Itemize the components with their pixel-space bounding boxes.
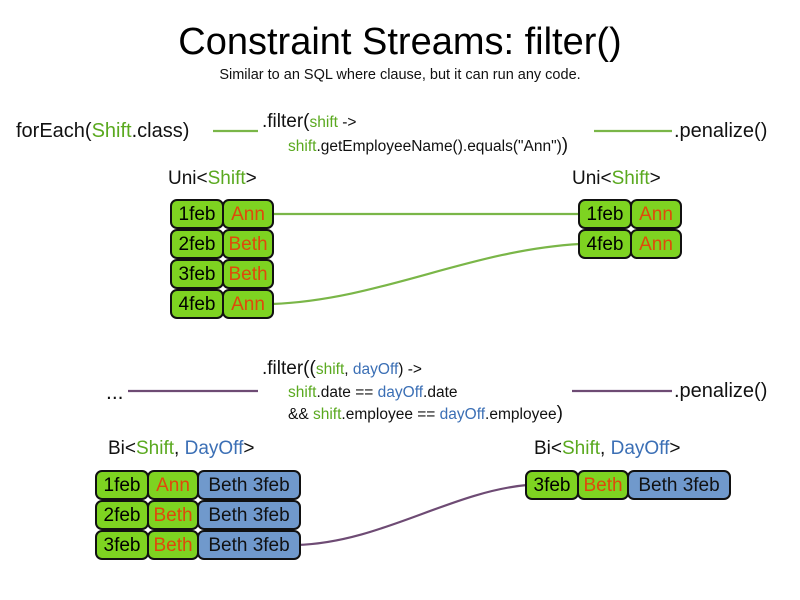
cell-name: Ann	[630, 199, 682, 229]
bi-filter-line2: shift.date == dayOff.date	[262, 382, 563, 403]
bi-out-type-comma: ,	[600, 438, 611, 459]
cell-date: 3feb	[95, 530, 149, 560]
bi-out-type-prefix: Bi<	[534, 438, 562, 459]
bi-filter-l2-var1: shift	[288, 384, 317, 401]
bi-penalize-label: .penalize()	[674, 380, 768, 402]
cell-date: 4feb	[578, 229, 632, 259]
bi-filter-l2-end: .date	[423, 384, 458, 401]
cell-name: Ann	[630, 229, 682, 259]
foreach-suffix: .class)	[131, 120, 190, 142]
cell-dayoff: Beth 3feb	[197, 500, 301, 530]
bi-filter-param2: dayOff	[352, 361, 399, 378]
cell-name: Beth	[577, 470, 629, 500]
uni-filter-arrow: ->	[337, 114, 357, 131]
bi-filter-l3-end: .employee	[485, 406, 557, 423]
bi-filter-comma: ,	[344, 361, 353, 378]
uni-filter-line1: .filter(shift ->	[262, 110, 568, 135]
bi-in-type-comma: ,	[174, 438, 185, 459]
table-row[interactable]: 2feb Beth	[170, 229, 274, 259]
bi-in-type-suffix: >	[243, 438, 255, 459]
bi-filter-l3-var2: dayOff	[439, 406, 486, 423]
uni-in-type-suffix: >	[245, 168, 257, 189]
bi-in-type1: Shift	[136, 438, 175, 459]
bi-in-type-prefix: Bi<	[108, 438, 136, 459]
bi-input-type-label: Bi<Shift, DayOff>	[108, 437, 254, 460]
uni-filter-rest: .getEmployeeName().equals("Ann")	[316, 138, 562, 155]
table-row[interactable]: 3feb Beth Beth 3feb	[525, 470, 731, 500]
table-row[interactable]: 1feb Ann	[578, 199, 682, 229]
bi-filter-line1: .filter((shift, dayOff) ->	[262, 357, 563, 382]
table-row[interactable]: 1feb Ann	[170, 199, 274, 229]
cell-name: Beth	[147, 530, 199, 560]
foreach-prefix: forEach(	[16, 120, 92, 142]
bi-filter-prefix: .filter((	[262, 358, 316, 379]
uni-out-type-suffix: >	[649, 168, 661, 189]
cell-name: Beth	[222, 229, 274, 259]
bi-filter-code: .filter((shift, dayOff) -> shift.date ==…	[262, 357, 563, 425]
uni-filter-var: shift	[288, 138, 317, 155]
cell-date: 2feb	[170, 229, 224, 259]
bi-out-type-suffix: >	[669, 438, 681, 459]
uni-out-type-name: Shift	[611, 168, 650, 189]
cell-date: 2feb	[95, 500, 149, 530]
table-row[interactable]: 4feb Ann	[578, 229, 682, 259]
cell-name: Ann	[222, 199, 274, 229]
cell-date: 1feb	[95, 470, 149, 500]
bi-filter-l3-op: &&	[288, 406, 313, 423]
cell-dayoff: Beth 3feb	[197, 470, 301, 500]
cell-date: 1feb	[578, 199, 632, 229]
bi-in-type2: DayOff	[184, 438, 244, 459]
wire-bi-row3	[295, 483, 528, 547]
bi-out-type2: DayOff	[610, 438, 670, 459]
cell-name: Beth	[222, 259, 274, 289]
bi-out-type1: Shift	[562, 438, 601, 459]
cell-date: 3feb	[525, 470, 579, 500]
foreach-label: forEach(Shift.class)	[16, 119, 189, 144]
uni-in-type-prefix: Uni<	[168, 168, 208, 189]
uni-filter-prefix: .filter(	[262, 111, 310, 132]
cell-dayoff: Beth 3feb	[197, 530, 301, 560]
cell-name: Beth	[147, 500, 199, 530]
bi-filter-line3: && shift.employee == dayOff.employee)	[262, 403, 563, 425]
uni-out-type-prefix: Uni<	[572, 168, 612, 189]
uni-filter-close: )	[561, 135, 569, 156]
cell-name: Ann	[222, 289, 274, 319]
cell-date: 1feb	[170, 199, 224, 229]
uni-input-type-label: Uni<Shift>	[168, 167, 257, 190]
cell-dayoff: Beth 3feb	[627, 470, 731, 500]
bi-filter-l3-close: )	[556, 403, 563, 424]
bi-filter-l3-mid: .employee ==	[341, 406, 440, 423]
bi-output-type-label: Bi<Shift, DayOff>	[534, 437, 680, 460]
slide-subtitle: Similar to an SQL where clause, but it c…	[219, 67, 581, 83]
cell-date: 3feb	[170, 259, 224, 289]
bi-filter-param1: shift	[315, 361, 345, 378]
uni-filter-line2: shift.getEmployeeName().equals("Ann"))	[262, 135, 568, 157]
cell-date: 4feb	[170, 289, 224, 319]
table-row[interactable]: 1feb Ann Beth 3feb	[95, 470, 301, 500]
table-row[interactable]: 4feb Ann	[170, 289, 274, 319]
bi-filter-l2-var2: dayOff	[377, 384, 424, 401]
table-row[interactable]: 2feb Beth Beth 3feb	[95, 500, 301, 530]
cell-name: Ann	[147, 470, 199, 500]
uni-filter-param: shift	[309, 114, 338, 131]
uni-output-type-label: Uni<Shift>	[572, 167, 661, 190]
uni-penalize-label: .penalize()	[674, 120, 768, 142]
slide-title: Constraint Streams: filter()	[178, 21, 622, 63]
uni-filter-code: .filter(shift -> shift.getEmployeeName()…	[262, 110, 568, 157]
foreach-type: Shift	[91, 120, 132, 142]
bi-source-ellipsis: ...	[106, 381, 124, 404]
bi-filter-l2-mid: .date ==	[316, 384, 378, 401]
uni-in-type-name: Shift	[207, 168, 246, 189]
table-row[interactable]: 3feb Beth	[170, 259, 274, 289]
table-row[interactable]: 3feb Beth Beth 3feb	[95, 530, 301, 560]
bi-filter-l3-var1: shift	[312, 406, 342, 423]
bi-filter-arrow: ) ->	[398, 361, 422, 378]
wire-uni-row4	[271, 242, 581, 306]
